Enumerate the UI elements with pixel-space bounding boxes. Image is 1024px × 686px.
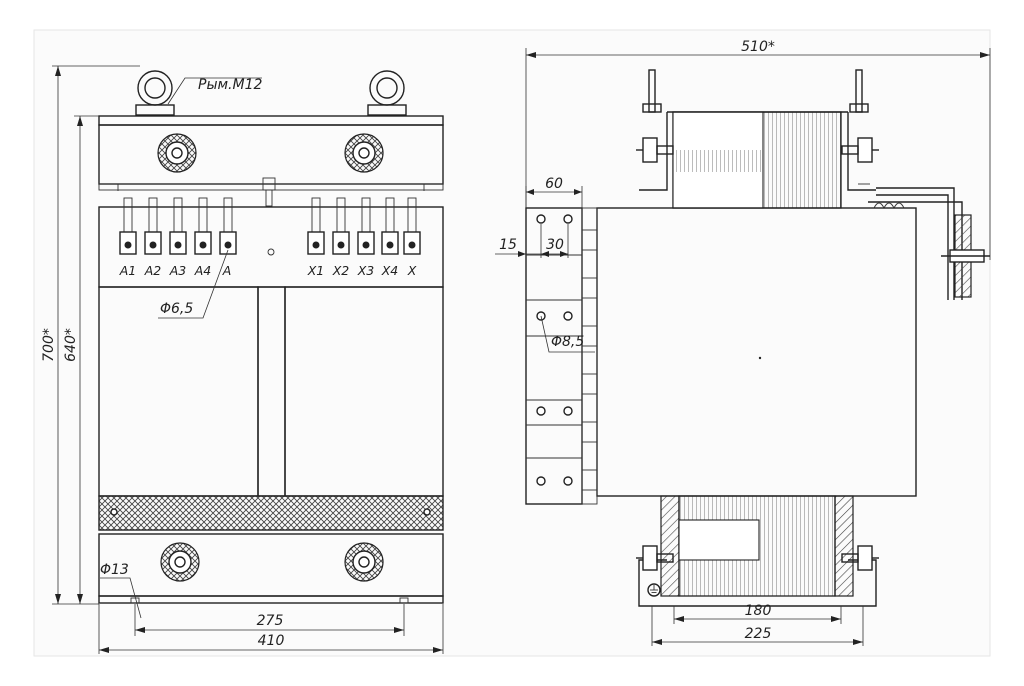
bottom-stud-right	[344, 542, 384, 582]
terminal-label-a3: A3	[169, 263, 187, 278]
ground-icon	[647, 583, 661, 597]
bottom-stud-left	[160, 542, 200, 582]
dim-core-height: 640*	[63, 328, 79, 362]
terminal-label-x3: X3	[357, 263, 375, 278]
bar-holes	[536, 214, 573, 486]
bar-hole-leader	[540, 315, 595, 353]
terminal-label-x1: X1	[307, 263, 325, 278]
terminal-label-x4: X4	[381, 263, 399, 278]
top-stud-right	[344, 133, 384, 173]
upper-bolt-left	[636, 137, 674, 163]
dim-bar-width: 60	[545, 176, 563, 192]
terminal-block-right	[307, 197, 421, 255]
terminal-label-x2: X2	[332, 263, 350, 278]
dim-overall-height: 700*	[41, 328, 57, 362]
mount-hole-leader	[100, 577, 142, 619]
eyebolt-left	[135, 70, 175, 116]
dim-width: 410	[258, 633, 285, 649]
bottom-yoke-flange	[98, 595, 444, 604]
eyebolt-label: Рым.М12	[198, 77, 262, 93]
front-view: Рым.М12	[41, 65, 444, 654]
dim-base-width: 225	[745, 626, 772, 642]
bar-hole-label: Φ8,5	[551, 334, 584, 350]
insulation-band	[98, 495, 444, 531]
mount-hole-label: Φ13	[100, 562, 129, 578]
dim-mount-spacing: 275	[257, 613, 284, 629]
lower-bolt-right	[841, 545, 879, 571]
dim-side-mount-spacing: 180	[745, 603, 772, 619]
side-view: 510*	[495, 39, 991, 646]
dim-overall-width: 510*	[741, 39, 775, 55]
dim-hole-spacing: 30	[546, 237, 564, 253]
dim-offset: 15	[499, 237, 517, 253]
terminal-label-a4: A4	[194, 263, 212, 278]
terminal-label-a2: A2	[144, 263, 162, 278]
terminal-label-a1: A1	[119, 263, 137, 278]
eyebolt-leader	[167, 77, 262, 105]
terminal-hole-label: Φ6,5	[160, 301, 193, 317]
lower-bolt-left	[636, 545, 674, 571]
terminal-hole-leader	[158, 249, 229, 319]
upper-bolt-right	[841, 137, 879, 163]
terminal-label-a: A	[222, 263, 232, 278]
top-stud-left	[157, 133, 197, 173]
terminal-label-x: X	[407, 263, 417, 278]
terminal-block-left	[119, 197, 237, 255]
eyebolt-right	[367, 70, 407, 116]
